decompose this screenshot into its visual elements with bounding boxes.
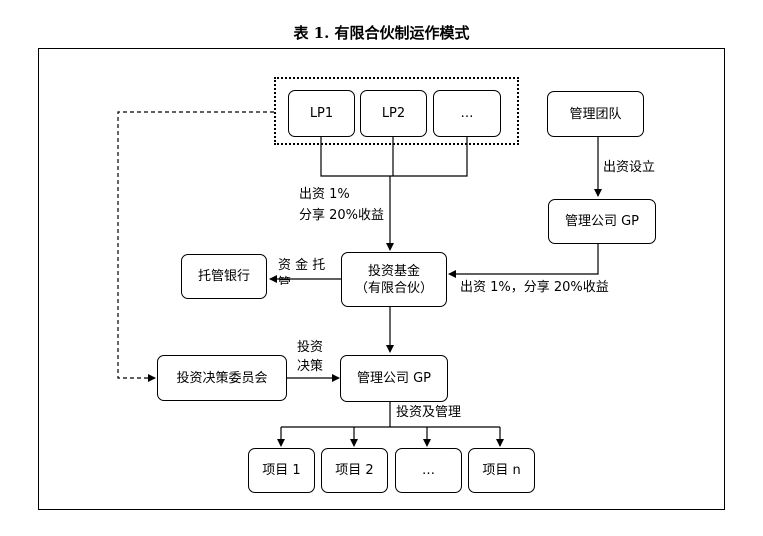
mgmt-team-label: 管理团队 xyxy=(569,106,622,122)
fund-box: 投资基金 （有限合伙） xyxy=(341,252,447,307)
lp-to-committee-dashed xyxy=(117,111,274,382)
committee-label: 投资决策委员会 xyxy=(176,370,268,386)
gp-top-box: 管理公司 GP xyxy=(548,199,656,244)
custody-label-line1: 资 金 托 xyxy=(278,258,326,273)
gp-to-fund-arrow xyxy=(448,244,599,278)
decision-label-line2: 决策 xyxy=(297,359,324,374)
lp1-label: LP1 xyxy=(309,106,334,121)
gp-top-label: 管理公司 GP xyxy=(564,214,640,229)
project1-box: 项目 1 xyxy=(248,448,315,493)
custody-label-line2: 管 xyxy=(278,276,292,285)
gp-contribution-label: 出资 1%，分享 20%收益 xyxy=(460,280,609,295)
lp-more-box: … xyxy=(433,90,501,137)
decision-label-line1: 投资 xyxy=(297,340,324,355)
lp-group-dotted-border xyxy=(274,77,519,145)
custodian-label: 托管银行 xyxy=(197,269,250,284)
lp-contribution-label-line1: 出资 1% xyxy=(299,187,350,202)
diagram-title: 表 1. 有限合伙制运作模式 xyxy=(293,24,470,42)
lp-more-label: … xyxy=(460,106,474,121)
diagram-frame xyxy=(38,48,725,510)
lp-contribution-label-line2: 分享 20%收益 xyxy=(299,208,385,223)
lp1-box: LP1 xyxy=(288,90,355,137)
fund-label-line2: （有限合伙） xyxy=(354,280,433,296)
fund-label-line1: 投资基金 xyxy=(367,263,420,279)
team-setup-label: 出资设立 xyxy=(603,160,656,175)
gp-bottom-label: 管理公司 GP xyxy=(356,371,432,386)
gp-bottom-box: 管理公司 GP xyxy=(340,355,448,402)
lp2-label: LP2 xyxy=(381,106,406,121)
project2-label: 项目 2 xyxy=(335,463,374,478)
lp2-box: LP2 xyxy=(360,90,427,137)
invest-manage-label: 投资及管理 xyxy=(396,405,462,420)
committee-box: 投资决策委员会 xyxy=(157,355,287,401)
project-more-box: … xyxy=(395,448,462,493)
mgmt-team-box: 管理团队 xyxy=(547,91,644,137)
projectn-box: 项目 n xyxy=(468,448,535,493)
projectn-label: 项目 n xyxy=(482,463,521,478)
lp1-connector xyxy=(320,137,468,177)
project-more-label: … xyxy=(422,463,435,478)
custodian-box: 托管银行 xyxy=(181,254,267,299)
project2-box: 项目 2 xyxy=(321,448,388,493)
project1-label: 项目 1 xyxy=(262,463,301,478)
